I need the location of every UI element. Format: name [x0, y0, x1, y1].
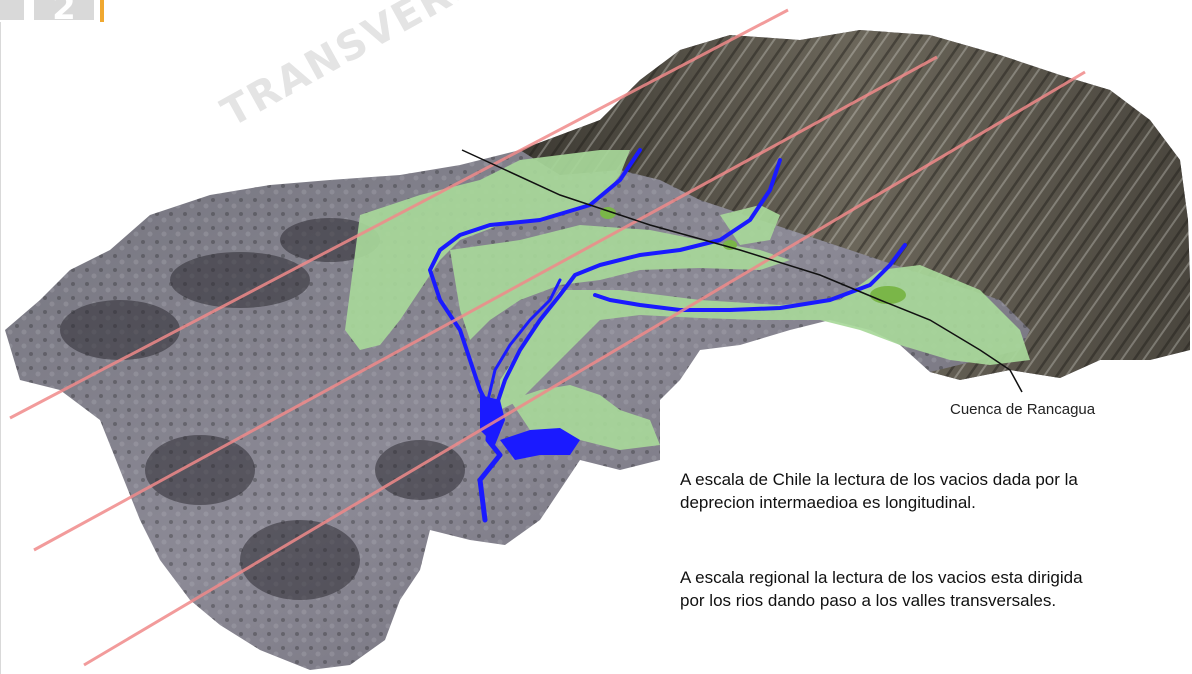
caption-line: A escala de Chile la lectura de los vaci… — [680, 470, 1078, 489]
caption-line: deprecion intermaedioa es longitudinal. — [680, 493, 976, 512]
river-network — [428, 148, 907, 523]
caption-national: A escala de Chile la lectura de los vaci… — [680, 468, 1192, 514]
caption-line: A escala regional la lectura de los vaci… — [680, 568, 1083, 587]
transverse-lines — [9, 8, 1086, 667]
caption-line: por los rios dando paso a los valles tra… — [680, 591, 1057, 610]
reservoir — [480, 395, 580, 460]
badge-tab — [0, 0, 24, 20]
badge-accent-bar — [100, 0, 104, 22]
city-rancagua — [870, 286, 906, 304]
basin-label: Cuenca de Rancagua — [950, 401, 1096, 418]
left-margin-rule — [0, 22, 1, 674]
page-badge: 2 — [0, 0, 104, 22]
highway-line — [461, 149, 1023, 393]
page-number: 2 — [34, 0, 94, 20]
caption-regional: A escala regional la lectura de los vaci… — [680, 566, 1192, 612]
